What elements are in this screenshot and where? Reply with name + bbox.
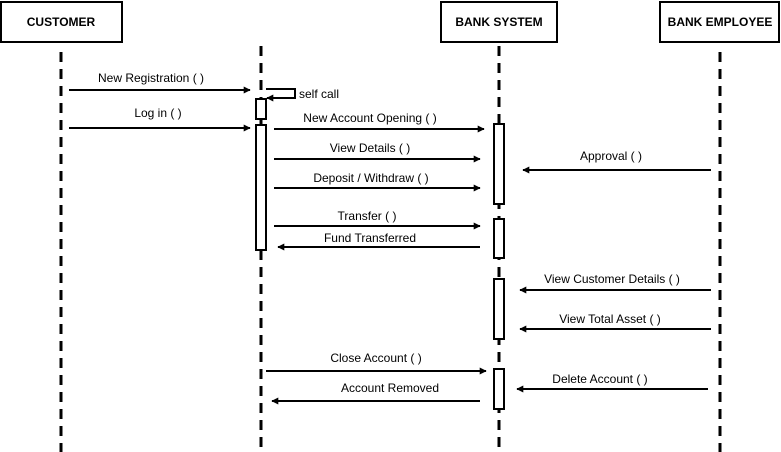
actor-bank-employee-label: BANK EMPLOYEE <box>668 15 773 29</box>
actor-customer: CUSTOMER <box>0 1 123 43</box>
message-label-self-call: self call <box>299 87 339 101</box>
message-label-view-details: View Details ( ) <box>330 141 410 155</box>
activation-login-session <box>255 124 267 251</box>
actor-bank-employee: BANK EMPLOYEE <box>659 1 780 43</box>
message-label-deposit-withdraw: Deposit / Withdraw ( ) <box>313 171 428 185</box>
message-label-view-total-asset: View Total Asset ( ) <box>559 312 661 326</box>
message-label-login: Log in ( ) <box>134 106 181 120</box>
activation-self-call <box>255 98 267 120</box>
message-label-approval: Approval ( ) <box>580 149 642 163</box>
message-label-account-removed: Account Removed <box>341 381 439 395</box>
actor-bank-system: BANK SYSTEM <box>440 1 558 43</box>
message-label-transfer: Transfer ( ) <box>338 209 397 223</box>
message-arrow-self-call <box>266 88 296 102</box>
message-label-delete-account: Delete Account ( ) <box>552 372 647 386</box>
actor-bank-system-label: BANK SYSTEM <box>455 15 542 29</box>
message-label-new-registration: New Registration ( ) <box>98 71 204 85</box>
message-label-fund-transferred: Fund Transferred <box>324 231 416 245</box>
message-label-close-account: Close Account ( ) <box>330 351 421 365</box>
activation-bank-system-1 <box>493 123 505 205</box>
activation-bank-system-3 <box>493 278 505 340</box>
activation-bank-system-2 <box>493 218 505 259</box>
actor-customer-label: CUSTOMER <box>27 15 96 29</box>
message-label-view-customer-details: View Customer Details ( ) <box>544 272 680 286</box>
activation-bank-system-4 <box>493 368 505 410</box>
message-label-new-account-opening: New Account Opening ( ) <box>303 111 436 125</box>
